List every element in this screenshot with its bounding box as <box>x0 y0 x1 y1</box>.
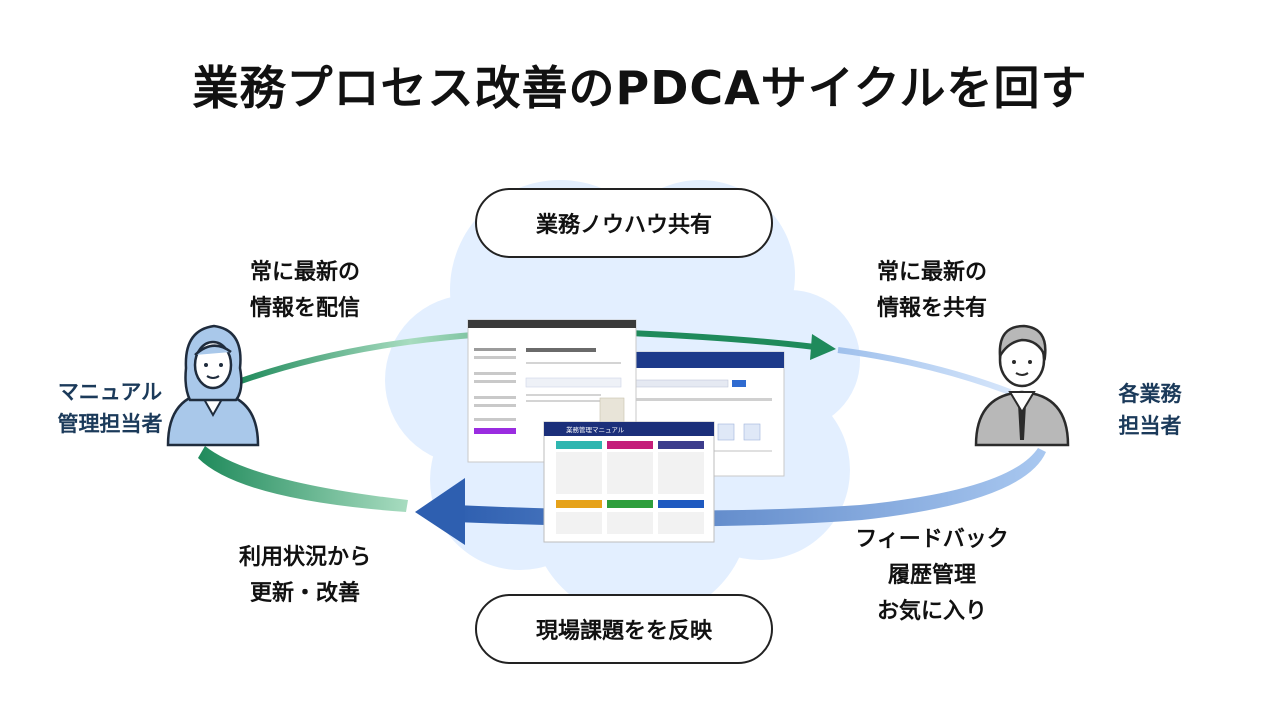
arrowhead-blue <box>415 478 465 545</box>
arrowhead-green <box>810 334 836 360</box>
right-bottom-line-2: 履歴管理 <box>887 563 976 588</box>
right-top-line-2: 情報を共有 <box>876 296 987 321</box>
left-role-line-1: マニュアル <box>57 380 163 404</box>
arrow-upper-blue <box>837 347 1012 395</box>
left-top-label: 常に最新の 情報を配信 <box>205 255 405 327</box>
bottom-pill: 現場課題をを反映 <box>475 594 773 664</box>
manual-screen-title: 業務管理マニュアル <box>566 425 625 434</box>
left-top-line-1: 常に最新の <box>249 260 360 285</box>
woman-avatar-icon <box>166 324 260 447</box>
right-top-line-1: 常に最新の <box>876 260 987 285</box>
top-pill-text: 業務ノウハウ共有 <box>535 213 712 238</box>
man-avatar-icon <box>974 324 1070 447</box>
right-bottom-line-1: フィードバック <box>855 527 1009 552</box>
top-pill: 業務ノウハウ共有 <box>475 188 773 258</box>
left-bottom-line-2: 更新・改善 <box>249 581 360 606</box>
arrow-lower-green <box>198 446 408 512</box>
arrow-lower-blue <box>455 448 1046 527</box>
right-role-line-2: 担当者 <box>1118 414 1182 438</box>
left-bottom-label: 利用状況から 更新・改善 <box>200 540 410 612</box>
right-top-label: 常に最新の 情報を共有 <box>832 255 1032 327</box>
bottom-pill-text: 現場課題をを反映 <box>535 619 712 644</box>
right-bottom-label: フィードバック 履歴管理 お気に入り <box>822 522 1042 630</box>
right-role-line-1: 各業務 <box>1118 382 1182 406</box>
right-bottom-line-3: お気に入り <box>876 599 987 624</box>
left-role-label: マニュアル 管理担当者 <box>30 376 190 440</box>
app-screenshot-manual: 業務管理マニュアル <box>543 421 715 543</box>
left-role-line-2: 管理担当者 <box>57 412 163 436</box>
arrow-upper-right <box>629 330 816 350</box>
left-bottom-line-1: 利用状況から <box>238 545 371 570</box>
left-top-line-2: 情報を配信 <box>249 296 360 321</box>
page-title: 業務プロセス改善のPDCAサイクルを回す <box>192 61 1088 115</box>
right-role-label: 各業務 担当者 <box>1085 378 1215 442</box>
